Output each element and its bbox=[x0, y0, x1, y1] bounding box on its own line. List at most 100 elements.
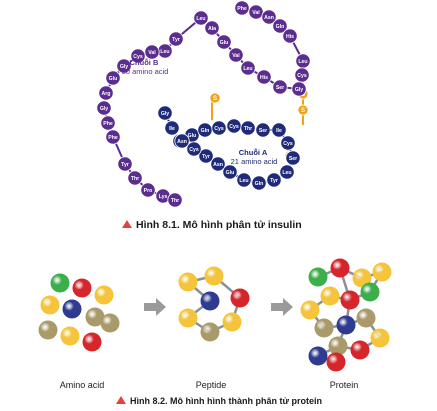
chain-b-residue: Tyr bbox=[117, 156, 133, 172]
chain-a-residue: Glu bbox=[222, 164, 238, 180]
chain-b-residue-label: Lys bbox=[159, 194, 168, 200]
chain-a-residue-bead bbox=[240, 120, 256, 136]
chain-b-residue-label: Cys bbox=[133, 54, 143, 60]
chain-a-residue-label: Gln bbox=[255, 181, 264, 187]
chain-b-residue: Cys bbox=[130, 48, 146, 64]
chain-a-residue-bead bbox=[198, 148, 214, 164]
triangle-icon bbox=[122, 220, 132, 228]
chain-a-residue-bead bbox=[164, 120, 180, 136]
chain-a-residue-bead bbox=[255, 122, 271, 138]
figure-2-caption: Hình 8.2. Mô hình hình thành phân tử pro… bbox=[116, 396, 322, 406]
chain-b-residue: Phe bbox=[100, 115, 116, 131]
chain-b-residue-bead bbox=[116, 58, 132, 74]
chain-b-residue: His bbox=[256, 69, 272, 85]
label-protein: Protein bbox=[329, 380, 359, 390]
chain-b-residue-label: Leu bbox=[160, 49, 169, 55]
chain-b-residue-bead bbox=[248, 4, 264, 20]
peptide-bond bbox=[308, 266, 385, 364]
protein-residue-ball bbox=[314, 318, 334, 338]
chain-a-residue-bead bbox=[285, 150, 301, 166]
chain-b-residue-label: Phe bbox=[237, 6, 247, 12]
amino-acid-ball bbox=[50, 273, 70, 293]
chain-b-residue-label: Gly bbox=[100, 106, 108, 112]
protein-residue-ball bbox=[350, 340, 370, 360]
peptide-residue-ball bbox=[204, 266, 224, 286]
chain-a-label: Chuỗi A bbox=[239, 148, 268, 157]
chain-b-residue: Glu bbox=[216, 34, 232, 50]
chain-a-residue: Gly bbox=[157, 105, 173, 121]
chain-a-residue: Cys bbox=[280, 135, 296, 151]
chain-a-residue-label: Asn bbox=[177, 139, 187, 145]
chain-a-residue: Thr bbox=[240, 120, 256, 136]
chain-a-residue-label: Tyr bbox=[270, 178, 278, 184]
protein-residue-ball bbox=[336, 315, 356, 335]
chain-a-residue-bead bbox=[211, 120, 227, 136]
chain-b-residue: Val bbox=[144, 44, 160, 60]
chain-b-residue-bead bbox=[127, 170, 143, 186]
chain-b-residue-label: Glu bbox=[109, 76, 118, 82]
chain-b-residue: Pro bbox=[140, 182, 156, 198]
chain-b-residue: Gly bbox=[116, 58, 132, 74]
sulfur-atom: S bbox=[209, 92, 221, 104]
chain-a-residue: Ile bbox=[271, 122, 287, 138]
chain-a-residue-label: Cys bbox=[189, 147, 199, 153]
chain-b-residue-bead bbox=[216, 34, 232, 50]
peptide-residue-ball bbox=[200, 291, 220, 311]
chain-a-residue-bead bbox=[186, 141, 202, 157]
chain-b-residue-label: Ser bbox=[276, 85, 284, 91]
chain-b-residue: Thr bbox=[127, 170, 143, 186]
chain-b-residue: Leu bbox=[157, 43, 173, 59]
chain-a-residue-label: Ser bbox=[289, 156, 297, 162]
chain-a-residue-label: Gly bbox=[161, 111, 169, 117]
chain-b-residue-label: Pro bbox=[144, 188, 153, 194]
chain-b-residue: Cys bbox=[294, 67, 310, 83]
chain-b-residue-label: Leu bbox=[243, 66, 252, 72]
chain-a-residue: Leu bbox=[236, 172, 252, 188]
protein-formation-model bbox=[38, 258, 392, 372]
sulfur-label: S bbox=[213, 96, 217, 102]
chain-b-residue-label: Val bbox=[148, 50, 156, 56]
chain-a-residue-label: Ser bbox=[259, 128, 267, 134]
protein-residue-ball bbox=[356, 308, 376, 328]
chain-b-residue: Arg bbox=[98, 85, 114, 101]
peptide-bond bbox=[336, 267, 352, 347]
chain-b-residue-bead bbox=[98, 85, 114, 101]
sulfur-bead bbox=[297, 104, 309, 116]
protein-residue-ball bbox=[308, 346, 328, 366]
chain-b-residue-label: Val bbox=[232, 53, 240, 59]
chain-b-residue-bead bbox=[105, 70, 121, 86]
chain-b-residue: Leu bbox=[193, 10, 209, 26]
protein-residue-ball bbox=[360, 282, 380, 302]
chain-a-residue-bead bbox=[210, 156, 226, 172]
amino-acid-ball bbox=[72, 278, 92, 298]
amino-acid-ball bbox=[40, 295, 60, 315]
chain-a-residue-label: Glu bbox=[188, 133, 197, 139]
chain-b-residue: Leu bbox=[240, 60, 256, 76]
chain-a-residue: Ser bbox=[255, 122, 271, 138]
label-amino-acid: Amino acid bbox=[59, 380, 105, 390]
chain-a-residue-bead bbox=[157, 105, 173, 121]
amino-acid-ball bbox=[100, 313, 120, 333]
chain-b-residue-bead bbox=[228, 47, 244, 63]
chain-b-residue: Phe bbox=[105, 129, 121, 145]
chain-a-residue-bead bbox=[279, 164, 295, 180]
chain-b-residue-label: His bbox=[260, 75, 268, 81]
peptide-residue-ball bbox=[230, 288, 250, 308]
protein-residue-ball bbox=[372, 262, 392, 282]
chain-b-count: 30 amino acid bbox=[122, 67, 169, 76]
protein-structure bbox=[300, 258, 392, 372]
chain-a-residue: Tyr bbox=[266, 172, 282, 188]
chain-b-residue-bead bbox=[272, 79, 288, 95]
chain-a-residue-label: Leu bbox=[239, 178, 248, 184]
chain-a-residue-label: Cys bbox=[214, 126, 224, 132]
protein-residue-ball bbox=[352, 268, 372, 288]
amino-acid-ball bbox=[60, 326, 80, 346]
chain-b-residue: Ala bbox=[204, 20, 220, 36]
chain-b-residue-label: Ala bbox=[208, 26, 216, 32]
chain-a-residue-bead bbox=[236, 172, 252, 188]
chain-a-residue: Asn bbox=[174, 133, 190, 149]
sulfur-atom: S bbox=[297, 104, 309, 116]
chain-a-residue: Cys bbox=[226, 118, 242, 134]
chain-b-residue-label: Tyr bbox=[172, 37, 180, 43]
chain-a-residue: Ser bbox=[285, 150, 301, 166]
